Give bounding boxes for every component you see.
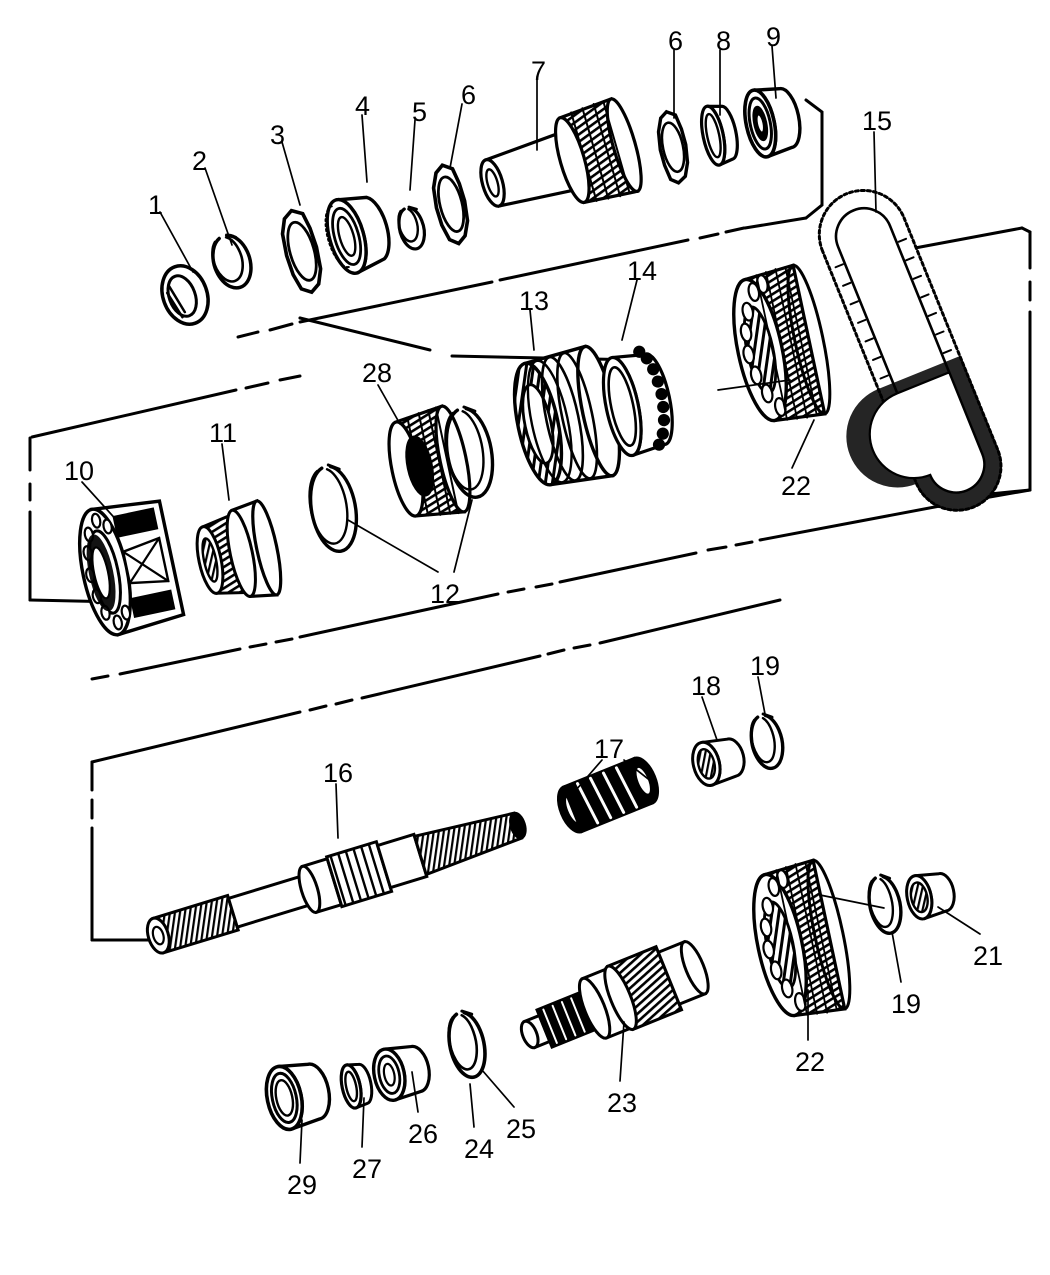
part-7-input-shaft-gear bbox=[479, 96, 643, 208]
callout-label-25: 25 bbox=[506, 1114, 537, 1144]
part-10-planetary-carrier bbox=[77, 499, 186, 637]
callout-label-19b: 19 bbox=[891, 989, 922, 1019]
part-24-snap-ring bbox=[447, 1009, 487, 1080]
part-5-snap-ring bbox=[397, 205, 426, 251]
part-15-drive-chain bbox=[817, 188, 1003, 512]
callout-label-6a: 6 bbox=[461, 80, 477, 110]
boundary-middle-lower bbox=[90, 488, 1032, 681]
callout-label-10: 10 bbox=[64, 456, 95, 486]
bracket-top-right bbox=[236, 98, 824, 339]
part-19b-snap-ring bbox=[867, 873, 903, 935]
callout-label-23: 23 bbox=[607, 1088, 638, 1118]
part-8-spacer-ring bbox=[699, 104, 739, 167]
callout-label-29: 29 bbox=[287, 1170, 318, 1200]
callout-label-27: 27 bbox=[352, 1154, 383, 1184]
callout-label-2: 2 bbox=[192, 146, 208, 176]
callout-label-9: 9 bbox=[766, 22, 782, 52]
callout-label-22b: 22 bbox=[795, 1047, 826, 1077]
callout-label-12: 12 bbox=[430, 579, 461, 609]
callout-label-24: 24 bbox=[464, 1134, 495, 1164]
callout-label-15: 15 bbox=[862, 106, 893, 136]
callout-label-1: 1 bbox=[148, 190, 164, 220]
part-1-seal-ring bbox=[160, 264, 210, 326]
part-2-snap-ring bbox=[211, 233, 253, 290]
part-19a-snap-ring bbox=[749, 712, 785, 771]
callout-label-19a: 19 bbox=[750, 651, 781, 681]
part-18-bearing bbox=[691, 737, 746, 787]
boundary-lower bbox=[90, 598, 782, 942]
part-6a-thrust-washer bbox=[431, 163, 470, 246]
callout-label-21: 21 bbox=[973, 941, 1004, 971]
callout-label-28: 28 bbox=[362, 358, 393, 388]
part-12b-snap-ring bbox=[444, 405, 495, 499]
callout-label-7: 7 bbox=[531, 56, 547, 86]
part-13-clutch-hub bbox=[512, 344, 622, 487]
part-16-mainshaft bbox=[145, 811, 527, 955]
part-6b-thrust-washer bbox=[656, 109, 690, 185]
part-23-output-shaft bbox=[519, 939, 710, 1050]
part-27-spacer-ring bbox=[339, 1062, 374, 1110]
callout-label-8: 8 bbox=[716, 26, 732, 56]
part-3-thrust-washer bbox=[280, 208, 323, 295]
callout-label-18: 18 bbox=[691, 671, 722, 701]
part-28-planet-gear bbox=[387, 404, 472, 518]
part-26-bearing bbox=[371, 1044, 431, 1103]
callout-label-11: 11 bbox=[209, 418, 238, 448]
callout-label-17: 17 bbox=[594, 734, 625, 764]
callout-label-13: 13 bbox=[519, 286, 550, 316]
part-21-bearing bbox=[905, 872, 956, 921]
part-22a-drive-sprocket bbox=[732, 263, 832, 423]
part-22b-driven-sprocket bbox=[752, 858, 852, 1018]
part-9-bearing bbox=[743, 86, 802, 159]
callout-label-14: 14 bbox=[627, 256, 658, 286]
part-17-needle-bearings bbox=[556, 756, 660, 834]
part-11-sprocket-hub bbox=[195, 498, 283, 599]
callout-label-22a: 22 bbox=[781, 471, 812, 501]
part-14-synchronizer-ring bbox=[601, 345, 674, 458]
part-29-seal-bearing bbox=[264, 1062, 332, 1132]
callout-label-6b: 6 bbox=[668, 26, 684, 56]
callout-label-16: 16 bbox=[323, 758, 354, 788]
callout-label-26: 26 bbox=[408, 1119, 439, 1149]
callout-label-4: 4 bbox=[355, 91, 371, 121]
leader-lines bbox=[81, 45, 981, 1164]
part-12a-snap-ring bbox=[308, 463, 359, 554]
callout-label-3: 3 bbox=[270, 120, 286, 150]
part-4-bearing bbox=[324, 195, 391, 275]
callout-label-5: 5 bbox=[412, 97, 428, 127]
